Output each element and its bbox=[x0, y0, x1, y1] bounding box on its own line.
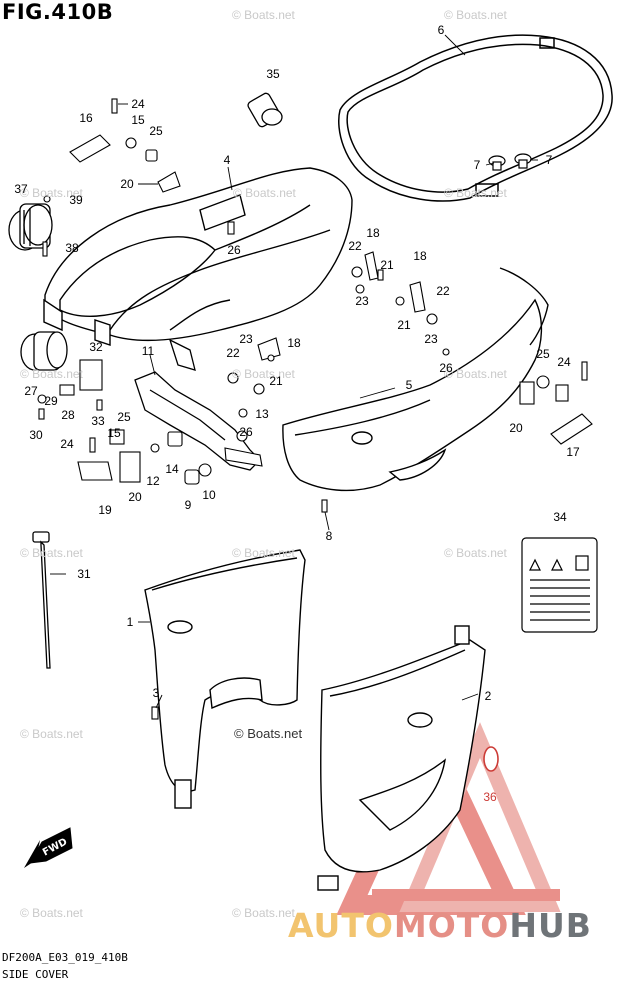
callout-4: 4 bbox=[223, 153, 231, 167]
watermark: © Boats.net bbox=[232, 8, 295, 22]
callout-7-left: 7 bbox=[473, 158, 481, 172]
callout-23-c: 23 bbox=[239, 332, 253, 346]
callout-14: 14 bbox=[165, 462, 179, 476]
callout-22-b: 22 bbox=[436, 284, 450, 298]
callout-28: 28 bbox=[61, 408, 75, 422]
callout-25-lower: 25 bbox=[117, 410, 131, 424]
figure-name: SIDE COVER bbox=[2, 968, 69, 981]
part-36-clip bbox=[483, 746, 499, 772]
callout-25-right: 25 bbox=[536, 347, 550, 361]
watermark: © Boats.net bbox=[232, 906, 295, 920]
callout-24-upper: 24 bbox=[131, 97, 145, 111]
callout-21-c: 21 bbox=[269, 374, 283, 388]
watermark: © Boats.net bbox=[233, 186, 296, 200]
callout-31: 31 bbox=[77, 567, 91, 581]
callout-37: 37 bbox=[14, 182, 28, 196]
callout-24-right: 24 bbox=[557, 355, 571, 369]
watermark: © Boats.net bbox=[20, 546, 83, 560]
callout-7-right: 7 bbox=[545, 153, 553, 167]
part-27-grommet bbox=[20, 331, 68, 371]
watermark: © Boats.net bbox=[20, 186, 83, 200]
part-2-side-cover bbox=[317, 625, 486, 891]
callout-26-lower: 26 bbox=[239, 425, 253, 439]
leader-lines bbox=[50, 34, 538, 709]
part-6-seal bbox=[338, 34, 613, 202]
callout-10: 10 bbox=[202, 488, 216, 502]
callout-20-lower: 20 bbox=[128, 490, 142, 504]
part-1-side-cover bbox=[144, 549, 306, 809]
callout-23-b: 23 bbox=[424, 332, 438, 346]
callout-32: 32 bbox=[89, 340, 103, 354]
callout-3: 3 bbox=[152, 686, 160, 700]
callout-6: 6 bbox=[437, 23, 445, 37]
callout-20-upper: 20 bbox=[120, 177, 134, 191]
callout-18-a: 18 bbox=[366, 226, 380, 240]
watermark: © Boats.net bbox=[444, 186, 507, 200]
callout-18-b: 18 bbox=[413, 249, 427, 263]
callout-22-a: 22 bbox=[348, 239, 362, 253]
part-35-plug bbox=[247, 92, 283, 128]
watermark: © Boats.net bbox=[444, 8, 507, 22]
figure-title: FIG.410B bbox=[2, 0, 114, 24]
callout-34: 34 bbox=[553, 510, 567, 524]
watermark: © Boats.net bbox=[444, 546, 507, 560]
callout-16: 16 bbox=[79, 111, 93, 125]
brand-wordmark: AUTOMOTOHUB bbox=[288, 906, 592, 945]
callout-21-a: 21 bbox=[380, 258, 394, 272]
callout-18-c: 18 bbox=[287, 336, 301, 350]
callout-12: 12 bbox=[146, 474, 160, 488]
part-31-rod bbox=[32, 531, 51, 669]
watermark: © Boats.net bbox=[20, 906, 83, 920]
callout-15-lower: 15 bbox=[107, 426, 121, 440]
callout-29: 29 bbox=[44, 394, 58, 408]
callout-35: 35 bbox=[266, 67, 280, 81]
small-hardware bbox=[37, 98, 593, 720]
callout-25-upper: 25 bbox=[149, 124, 163, 138]
watermark: © Boats.net bbox=[20, 727, 83, 741]
watermark-center: © Boats.net bbox=[234, 726, 303, 741]
watermark: © Boats.net bbox=[232, 546, 295, 560]
callout-39: 39 bbox=[69, 193, 83, 207]
callout-13: 13 bbox=[255, 407, 269, 421]
brand-part-2: MOTO bbox=[393, 906, 510, 945]
watermark: © Boats.net bbox=[232, 367, 295, 381]
watermark: © Boats.net bbox=[20, 367, 83, 381]
callout-19: 19 bbox=[98, 503, 112, 517]
callout-38: 38 bbox=[65, 241, 79, 255]
callout-21-b: 21 bbox=[397, 318, 411, 332]
callout-9: 9 bbox=[184, 498, 192, 512]
part-7-grommets bbox=[488, 153, 532, 171]
figure-code: DF200A_E03_019_410B bbox=[2, 951, 128, 964]
callout-11: 11 bbox=[141, 344, 155, 358]
part-37-grommet bbox=[8, 203, 53, 251]
brand-part-1: AUTO bbox=[288, 906, 394, 945]
callout-1: 1 bbox=[126, 615, 134, 629]
callout-15-upper: 15 bbox=[131, 113, 145, 127]
callout-26-right: 26 bbox=[439, 361, 453, 375]
brand-part-3: HUB bbox=[509, 906, 592, 945]
part-34-caution-label bbox=[521, 537, 598, 633]
callout-26-upper: 26 bbox=[227, 243, 241, 257]
callout-23-a: 23 bbox=[355, 294, 369, 308]
callout-5: 5 bbox=[405, 378, 413, 392]
watermark: © Boats.net bbox=[444, 367, 507, 381]
part-4-upper-cover bbox=[43, 167, 353, 346]
fwd-arrow bbox=[24, 827, 73, 868]
callout-30: 30 bbox=[29, 428, 43, 442]
callout-27: 27 bbox=[24, 384, 38, 398]
callout-17: 17 bbox=[566, 445, 580, 459]
part-5-side-cover bbox=[282, 267, 549, 492]
callout-20-right: 20 bbox=[509, 421, 523, 435]
callout-22-c: 22 bbox=[226, 346, 240, 360]
callout-24-lower: 24 bbox=[60, 437, 74, 451]
callout-36: 36 bbox=[483, 790, 497, 804]
callout-2: 2 bbox=[484, 689, 492, 703]
callout-33: 33 bbox=[91, 414, 105, 428]
callout-8: 8 bbox=[325, 529, 333, 543]
